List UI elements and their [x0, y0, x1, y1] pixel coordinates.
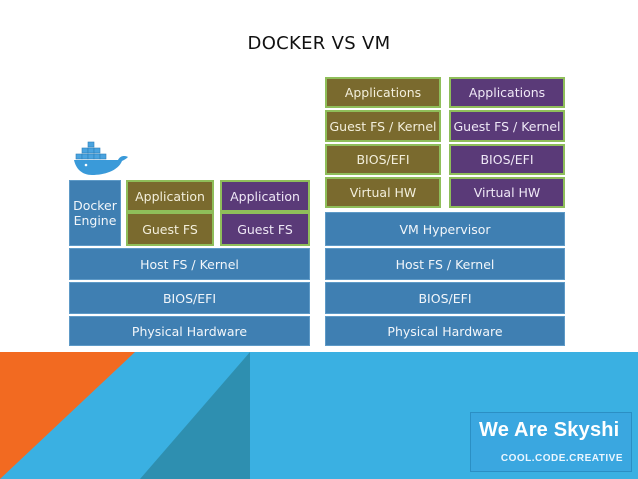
vm-1-bios-efi: BIOS/EFI	[325, 144, 441, 175]
bottom-teal-triangle	[140, 352, 250, 479]
logo-tagline: COOL.CODE.CREATIVE	[500, 453, 623, 464]
bottom-orange-triangle	[0, 352, 135, 479]
container-1-application: Application	[126, 180, 214, 212]
container-1-guest-fs: Guest FS	[126, 212, 214, 246]
vm-physical-hardware: Physical Hardware	[325, 316, 565, 346]
vm-hypervisor: VM Hypervisor	[325, 212, 565, 246]
docker-bios-efi: BIOS/EFI	[69, 282, 310, 314]
vm-host-fs-kernel: Host FS / Kernel	[325, 248, 565, 280]
vm-2-guest-fs-kernel: Guest FS / Kernel	[449, 110, 565, 142]
docker-engine-line1: Docker	[73, 198, 117, 213]
docker-engine-line2: Engine	[73, 213, 117, 228]
vm-2-bios-efi: BIOS/EFI	[449, 144, 565, 175]
skyshi-logo: We Are Skyshi COOL.CODE.CREATIVE	[470, 412, 632, 472]
docker-physical-hardware: Physical Hardware	[69, 316, 310, 346]
vm-1-applications: Applications	[325, 77, 441, 108]
vm-1-virtual-hw: Virtual HW	[325, 177, 441, 208]
vm-2-applications: Applications	[449, 77, 565, 108]
slide-title: DOCKER VS VM	[247, 33, 391, 54]
logo-main-text: We Are Skyshi	[479, 419, 620, 441]
docker-host-fs-kernel: Host FS / Kernel	[69, 248, 310, 280]
docker-whale-icon	[74, 141, 128, 175]
container-2-application: Application	[220, 180, 310, 212]
vm-2-virtual-hw: Virtual HW	[449, 177, 565, 208]
docker-engine-block: Docker Engine	[69, 180, 121, 246]
vm-bios-efi: BIOS/EFI	[325, 282, 565, 314]
container-2-guest-fs: Guest FS	[220, 212, 310, 246]
vm-1-guest-fs-kernel: Guest FS / Kernel	[325, 110, 441, 142]
